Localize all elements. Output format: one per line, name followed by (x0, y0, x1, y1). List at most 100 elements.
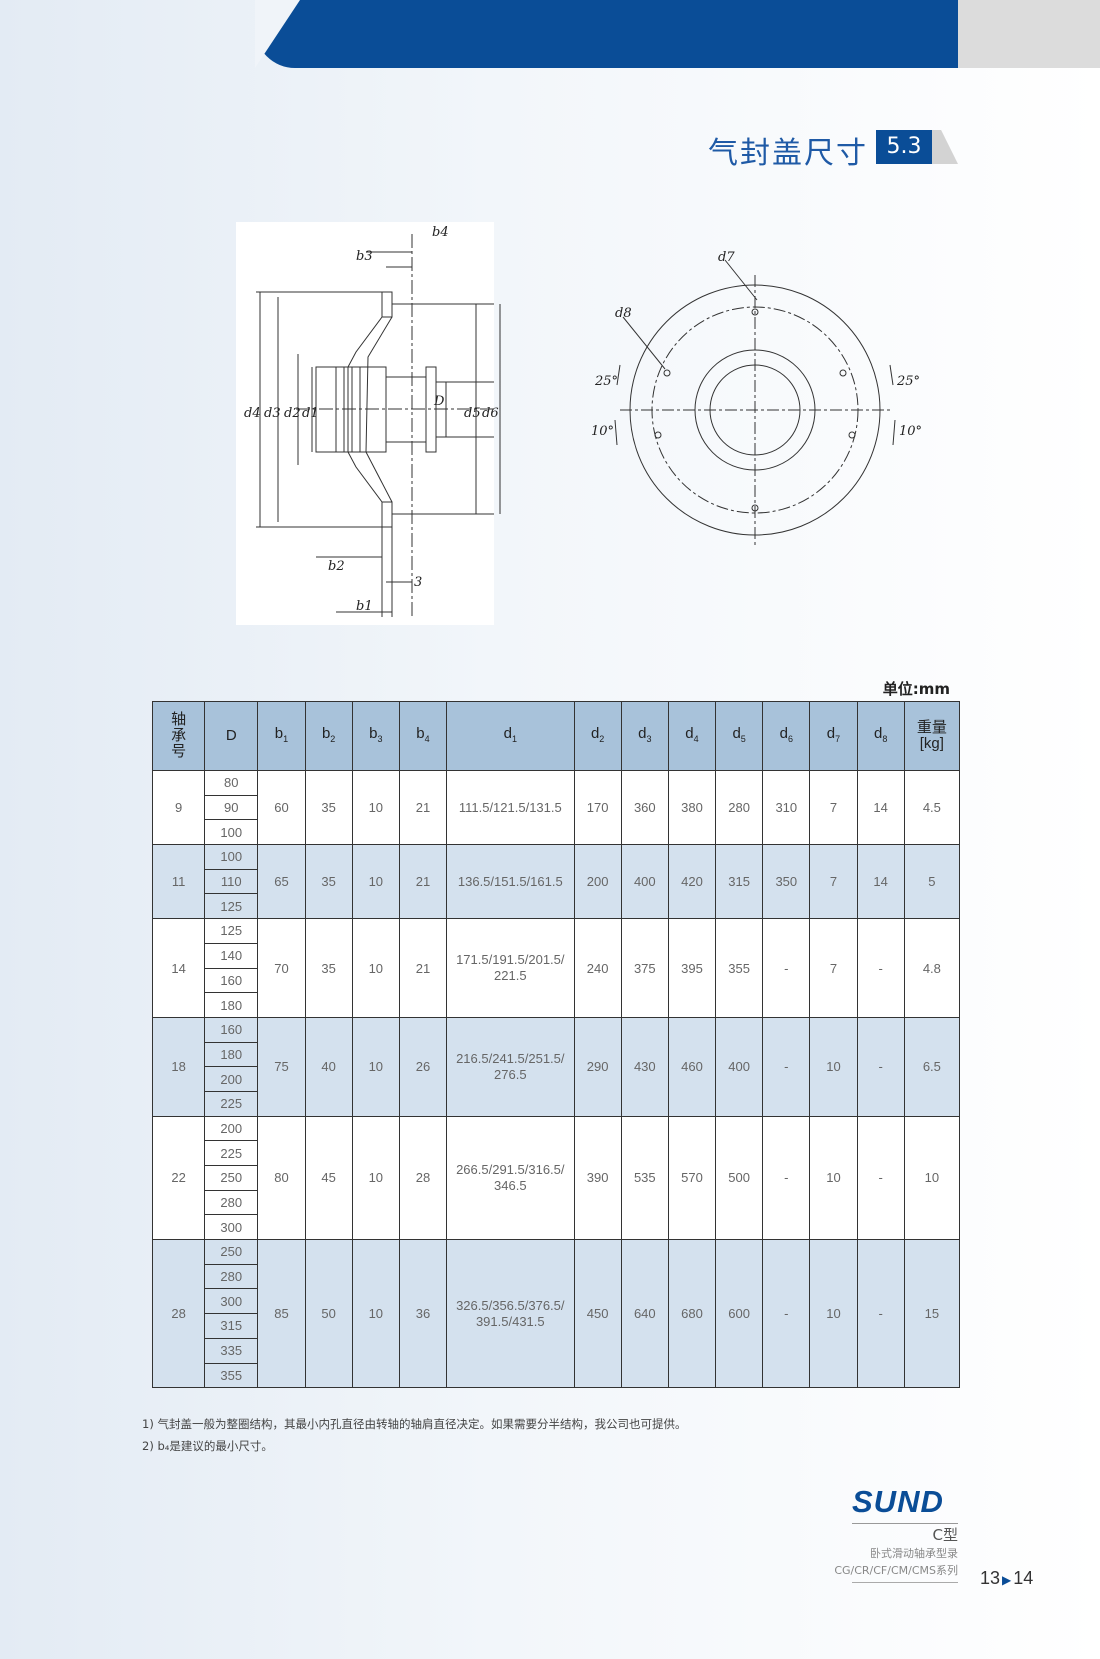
table-header-cell: d4 (667, 701, 717, 771)
label-25-left: 25° (594, 374, 618, 389)
bearing-number-cell: 11 (151, 844, 206, 920)
bore-diameter-cell: 335 (204, 1337, 259, 1364)
label-d2: d2 (284, 406, 301, 421)
value-cell-d1: 111.5/121.5/131.5 (446, 769, 575, 846)
bore-diameter-cell: 300 (204, 1288, 259, 1315)
value-cell-d6: - (762, 1239, 811, 1389)
value-cell-d6: - (762, 1115, 811, 1241)
section-title: 气封盖尺寸 (708, 136, 868, 171)
value-cell-d8: - (856, 1016, 905, 1117)
table-row: 355 (153, 1362, 960, 1389)
value-cell-b2: 35 (304, 844, 353, 920)
label-d3: d3 (264, 406, 281, 421)
bore-diameter-cell: 250 (204, 1239, 259, 1265)
value-cell-d6: - (762, 918, 811, 1018)
bearing-number-cell: 9 (151, 769, 206, 846)
value-cell-b4: 21 (398, 918, 448, 1018)
value-cell-d4: 380 (667, 769, 717, 846)
value-cell-d7: 7 (809, 769, 858, 846)
table-row: 100 (153, 819, 960, 846)
value-cell-d4: 460 (667, 1016, 717, 1117)
footer-subtitle-1: 卧式滑动轴承型录 (870, 1547, 958, 1560)
value-cell-d3: 400 (620, 844, 669, 920)
table-row: 300 (153, 1288, 960, 1315)
bore-diameter-cell: 160 (204, 967, 259, 994)
value-cell-b1: 85 (257, 1239, 306, 1389)
label-b1: b1 (356, 599, 373, 614)
page-right: 14 (1013, 1568, 1034, 1588)
table-header-cell: 轴承号 (151, 701, 206, 771)
bearing-number-cell: 28 (151, 1239, 206, 1389)
value-cell-d7: 10 (809, 1239, 858, 1389)
bore-diameter-cell: 140 (204, 942, 259, 969)
table-header-cell: d7 (809, 701, 858, 771)
bore-diameter-cell: 160 (204, 1016, 259, 1043)
table-header-cell: d8 (856, 701, 905, 771)
value-cell-b4: 21 (398, 844, 448, 920)
section-number-tail (932, 130, 958, 164)
value-cell-d6: 310 (762, 769, 811, 846)
value-cell-d2: 450 (573, 1239, 622, 1389)
value-cell-b2: 35 (304, 769, 353, 846)
value-cell-b3: 10 (351, 1115, 400, 1241)
value-cell-b4: 36 (398, 1239, 448, 1389)
value-cell-w: 4.8 (903, 918, 961, 1018)
table-row: 180 (153, 992, 960, 1018)
value-cell-d8: - (856, 1239, 905, 1389)
bore-diameter-cell: 315 (204, 1313, 259, 1339)
value-cell-d8: - (856, 1115, 905, 1241)
value-cell-b3: 10 (351, 844, 400, 920)
value-cell-d1: 266.5/291.5/316.5/ 346.5 (446, 1115, 575, 1241)
value-cell-d2: 170 (573, 769, 622, 846)
table-header-cell: d5 (715, 701, 764, 771)
value-cell-w: 4.5 (903, 769, 961, 846)
bore-diameter-cell: 125 (204, 893, 259, 920)
value-cell-b2: 40 (304, 1016, 353, 1117)
value-cell-b2: 50 (304, 1239, 353, 1389)
value-cell-b3: 10 (351, 918, 400, 1018)
bearing-number-cell: 22 (151, 1115, 206, 1241)
table-row: 225 (153, 1140, 960, 1166)
bore-diameter-cell: 225 (204, 1090, 259, 1117)
label-b3: b3 (356, 249, 373, 264)
page-left: 13 (980, 1568, 1001, 1588)
value-cell-b2: 45 (304, 1115, 353, 1241)
value-cell-d5: 280 (715, 769, 764, 846)
notes: 1) 气封盖一般为整圈结构，其最小内孔直径由转轴的轴肩直径决定。如果需要分半结构… (142, 1413, 686, 1457)
value-cell-d5: 315 (715, 844, 764, 920)
value-cell-b1: 80 (257, 1115, 306, 1241)
label-d7: d7 (718, 250, 735, 265)
table-header-cell: d2 (573, 701, 622, 771)
page-numbers: 13▶14 (980, 1568, 1033, 1589)
value-cell-d1: 171.5/191.5/201.5/ 221.5 (446, 918, 575, 1018)
label-D: D (433, 394, 445, 409)
top-banner-cut (255, 0, 300, 68)
footer-divider-2 (852, 1582, 958, 1583)
bearing-number-cell: 14 (151, 918, 206, 1018)
bore-diameter-cell: 80 (204, 770, 259, 796)
top-grey-block (958, 0, 1100, 68)
front-view-svg: d7 d8 25° 25° 10° 10° (591, 250, 922, 545)
unit-label: 单位:mm (882, 680, 950, 698)
label-d8: d8 (615, 306, 632, 321)
table-row: 250 (153, 1165, 960, 1191)
value-cell-d5: 500 (715, 1115, 764, 1241)
footer-type: C型 (932, 1526, 958, 1544)
value-cell-d1: 136.5/151.5/161.5 (446, 844, 575, 920)
bore-diameter-cell: 100 (204, 819, 259, 846)
table-header-cell: d3 (620, 701, 669, 771)
bore-diameter-cell: 355 (204, 1362, 259, 1389)
bore-diameter-cell: 100 (204, 844, 259, 870)
bearing-number-cell: 18 (151, 1016, 206, 1117)
value-cell-b3: 10 (351, 1016, 400, 1117)
bore-diameter-cell: 250 (204, 1165, 259, 1191)
bore-diameter-cell: 280 (204, 1189, 259, 1216)
label-b4: b4 (432, 225, 449, 240)
value-cell-d1: 326.5/356.5/376.5/ 391.5/431.5 (446, 1239, 575, 1389)
bore-diameter-cell: 300 (204, 1214, 259, 1241)
